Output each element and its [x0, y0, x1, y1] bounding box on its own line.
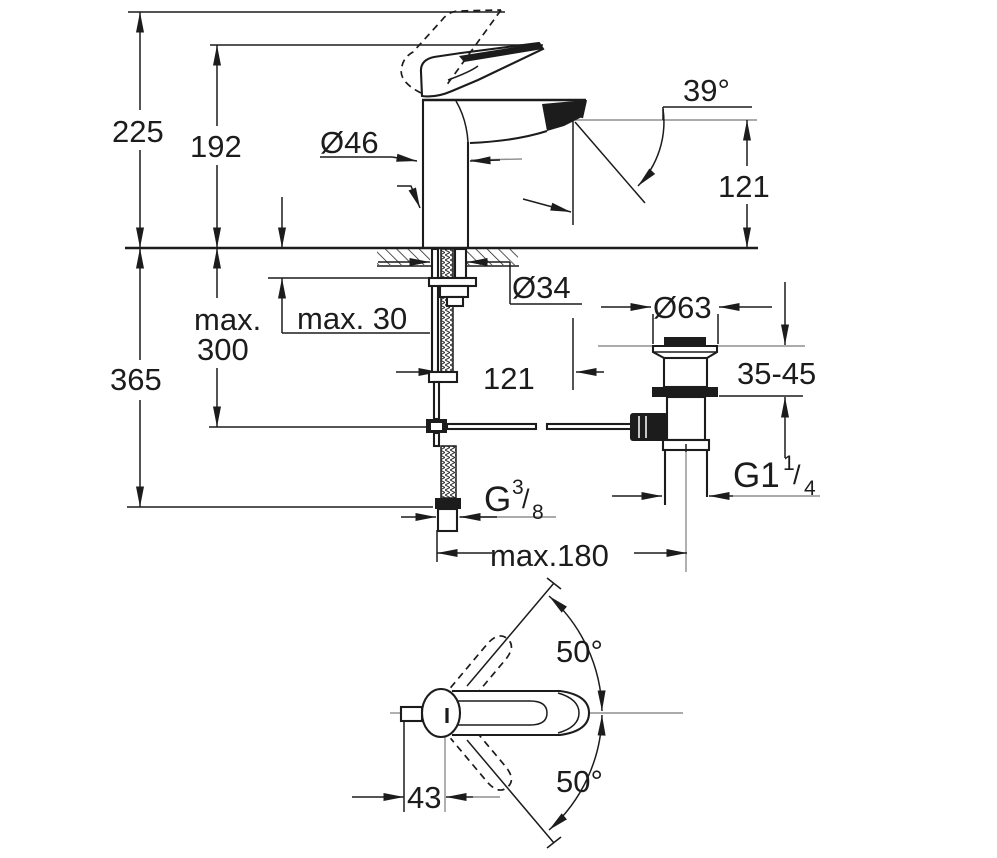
label-hose-thread-denominator: 8	[532, 501, 544, 524]
label-waste-thread-denominator: 4	[804, 477, 816, 500]
swing-boundary-lower-tick	[546, 836, 562, 849]
label-hose-thread-numerator: 3	[512, 476, 524, 499]
pull-rod-lower	[432, 431, 441, 448]
label-spout-angle: 39°	[683, 73, 730, 108]
shank-tube	[453, 247, 468, 280]
handle-lever	[419, 41, 545, 98]
horizontal-rod-left	[445, 422, 538, 431]
waste-rod-knob	[630, 413, 668, 441]
waste-neck	[662, 356, 709, 389]
swing-boundary-upper-tick	[546, 577, 562, 590]
label-spout-height: 121	[718, 169, 770, 204]
flex-hose	[440, 445, 457, 499]
rod-end-cap	[427, 370, 459, 384]
label-waste-thread-base: G1	[733, 456, 780, 495]
dim-o46-right-arrow	[469, 156, 501, 165]
label-spout-reach: 121	[483, 361, 535, 396]
handle-lever-top-shade	[459, 43, 543, 62]
label-overall-height: 225	[112, 114, 164, 149]
handle-raised-dashed-outline	[400, 9, 502, 94]
horizontal-rod-right	[545, 422, 634, 431]
mounting-nut-step2	[445, 295, 465, 308]
threaded-shank	[440, 248, 454, 373]
label-shank-diameter: Ø34	[512, 270, 571, 305]
labels: 225 192 Ø46 39° 121 Ø34 max. 30 max. 300…	[110, 73, 816, 815]
flow-arrow	[522, 198, 572, 213]
label-deck-thickness-max: max. 30	[297, 301, 407, 336]
swing-arc-lower	[548, 714, 606, 831]
label-hose-thread-slash: /	[522, 484, 530, 514]
handle-rotated-down-dashed	[449, 722, 513, 791]
label-rod-distance-max: max.180	[490, 538, 609, 573]
angle-arc-arrow	[637, 108, 665, 187]
label-swing-upper: 50°	[556, 634, 603, 669]
label-rod-length-max-1: max.	[194, 302, 261, 337]
hose-nut	[435, 498, 461, 509]
label-waste-thread-slash: /	[793, 460, 801, 490]
body-pointer-arrow	[397, 185, 421, 209]
label-handle-offset: 43	[407, 780, 441, 815]
label-flange-diameter: Ø63	[653, 290, 712, 325]
handle-tip-stub	[399, 705, 424, 723]
swing-boundary-lower	[466, 739, 555, 844]
waste-gasket	[652, 387, 718, 397]
swing-boundary-upper	[466, 582, 555, 687]
mounting-washer	[427, 276, 478, 288]
label-rod-length-max-2: 300	[197, 332, 249, 367]
hose-thread-end	[436, 507, 459, 533]
handle-grip-inset	[458, 700, 548, 726]
mounting-nut-step1	[438, 284, 470, 299]
stream-direction-line	[574, 121, 646, 204]
spout-tip-face	[580, 99, 588, 119]
deck-hatch-right	[467, 249, 518, 265]
bottom-view	[352, 577, 683, 849]
side-view	[125, 9, 820, 572]
handle-raised-dashed-edge	[445, 9, 502, 87]
label-waste-thread-numerator: 1	[783, 452, 795, 475]
rod-knuckle-inner	[431, 423, 442, 430]
waste-plug	[664, 337, 706, 346]
dim-o46-left-arrow	[391, 153, 418, 162]
mounting-bolt	[430, 247, 440, 374]
aerator-shaded-tip	[542, 100, 586, 131]
handle-rotated-up-dashed	[449, 635, 513, 704]
spout-body-blend-line	[455, 100, 469, 143]
pull-rod-upper	[432, 380, 441, 421]
label-basin-thickness-range: 35-45	[737, 356, 816, 391]
swing-arc-upper	[548, 595, 606, 712]
label-spout-top-height: 192	[190, 129, 242, 164]
spout-underside	[469, 129, 548, 145]
waste-body	[665, 395, 707, 442]
handle-hub	[420, 687, 462, 739]
label-swing-lower: 50°	[556, 764, 603, 799]
label-hose-length: 365	[110, 362, 162, 397]
label-body-diameter: Ø46	[320, 125, 379, 160]
label-hose-thread-base: G	[484, 480, 511, 519]
deck-hatch-left	[377, 249, 430, 265]
